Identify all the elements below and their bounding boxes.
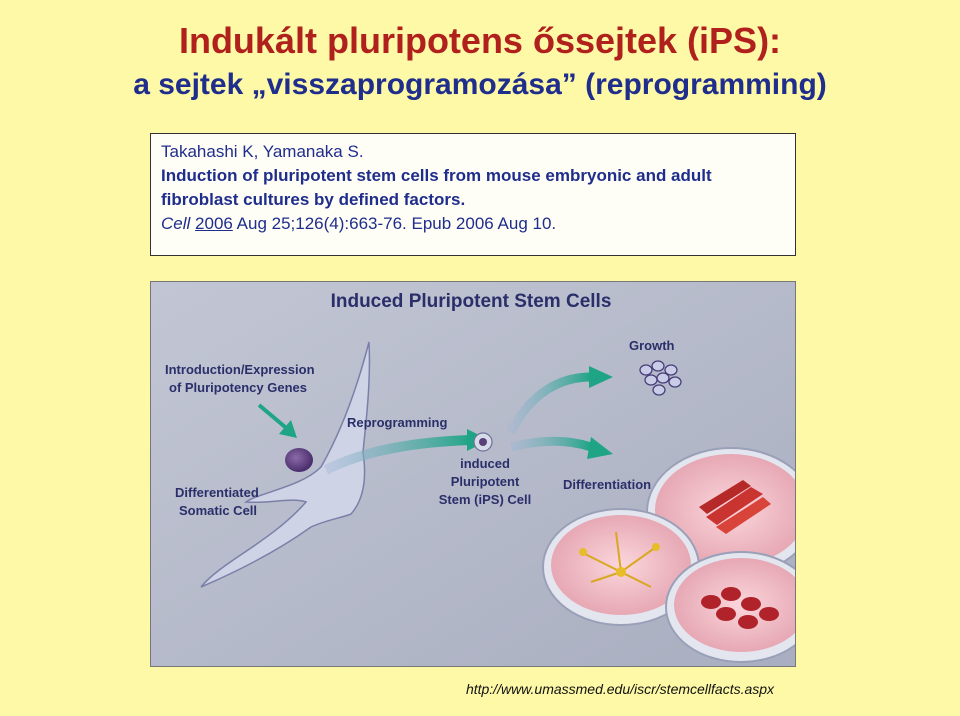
label-ips-2: Pluripotent (451, 474, 520, 489)
reprogramming-arrow (323, 435, 472, 475)
differentiation-arrowhead (587, 437, 613, 459)
label-ips-1: induced (460, 456, 510, 471)
label-ips-3: Stem (iPS) Cell (439, 492, 531, 507)
label-somatic-2: Somatic Cell (179, 503, 257, 518)
label-introduction-1: Introduction/Expression (165, 362, 315, 377)
culture-dish-blood-cells (665, 551, 795, 663)
reference-box: Takahashi K, Yamanaka S. Induction of pl… (150, 133, 796, 256)
growth-arrowhead (589, 366, 613, 388)
slide-subtitle: a sejtek „visszaprogramozása” (reprogram… (133, 68, 827, 101)
reference-authors: Takahashi K, Yamanaka S. (161, 142, 364, 161)
reference-citation: Cell 2006 Aug 25;126(4):663-76. Epub 200… (161, 212, 785, 236)
ips-diagram: Induced Pluripotent Stem Cells (150, 281, 796, 667)
reference-year-link[interactable]: 2006 (195, 214, 233, 233)
reference-journal: Cell (161, 214, 191, 233)
label-differentiation: Differentiation (563, 477, 651, 492)
label-somatic-1: Differentiated (175, 485, 259, 500)
label-growth: Growth (629, 338, 675, 353)
slide-title: Indukált pluripotens őssejtek (iPS): (178, 20, 782, 61)
reference-title: Induction of pluripotent stem cells from… (161, 166, 712, 209)
somatic-nucleus (285, 448, 313, 472)
label-introduction-2: of Pluripotency Genes (169, 380, 307, 395)
cell-colony-cluster (639, 360, 682, 396)
culture-dish-neurons (542, 508, 700, 626)
growth-arrow (506, 372, 592, 435)
differentiation-arrow (509, 436, 593, 452)
ips-cell (473, 432, 493, 452)
label-reprogramming: Reprogramming (347, 415, 447, 430)
reference-citation-rest: Aug 25;126(4):663-76. Epub 2006 Aug 10. (232, 214, 557, 233)
source-url-link[interactable]: http://www.umassmed.edu/iscr/stemcellfac… (465, 681, 775, 697)
gene-introduction-arrowhead (279, 420, 297, 438)
figure-heading: Induced Pluripotent Stem Cells (331, 291, 612, 312)
